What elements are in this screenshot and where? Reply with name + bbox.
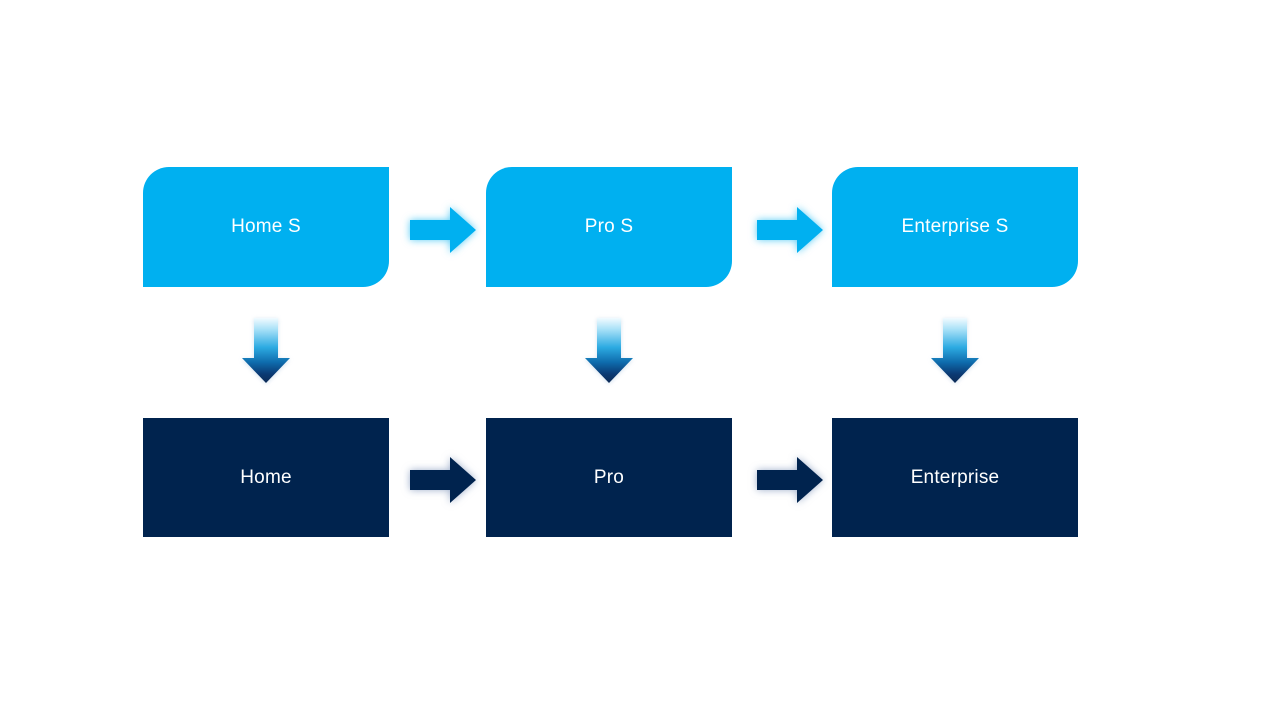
right-arrow-icon <box>757 207 823 253</box>
right-arrow-icon <box>410 457 476 503</box>
node-home: Home <box>143 418 389 537</box>
node-pro: Pro <box>486 418 732 537</box>
right-arrow-icon <box>757 457 823 503</box>
node-label: Pro S <box>584 216 634 237</box>
down-arrow-icon <box>931 318 979 383</box>
node-enterprise: Enterprise <box>832 418 1078 537</box>
node-pro-s: Pro S <box>486 167 732 287</box>
node-label: Home <box>240 466 292 488</box>
down-arrow-icon <box>242 318 290 383</box>
node-enterprise-s: Enterprise S <box>832 167 1078 287</box>
node-label: Enterprise S <box>901 216 1009 237</box>
down-arrow-icon <box>585 318 633 383</box>
node-label: Pro <box>593 466 625 488</box>
node-home-s: Home S <box>143 167 389 287</box>
right-arrow-icon <box>410 207 476 253</box>
node-label: Home S <box>231 216 301 237</box>
node-label: Enterprise <box>910 466 1000 488</box>
